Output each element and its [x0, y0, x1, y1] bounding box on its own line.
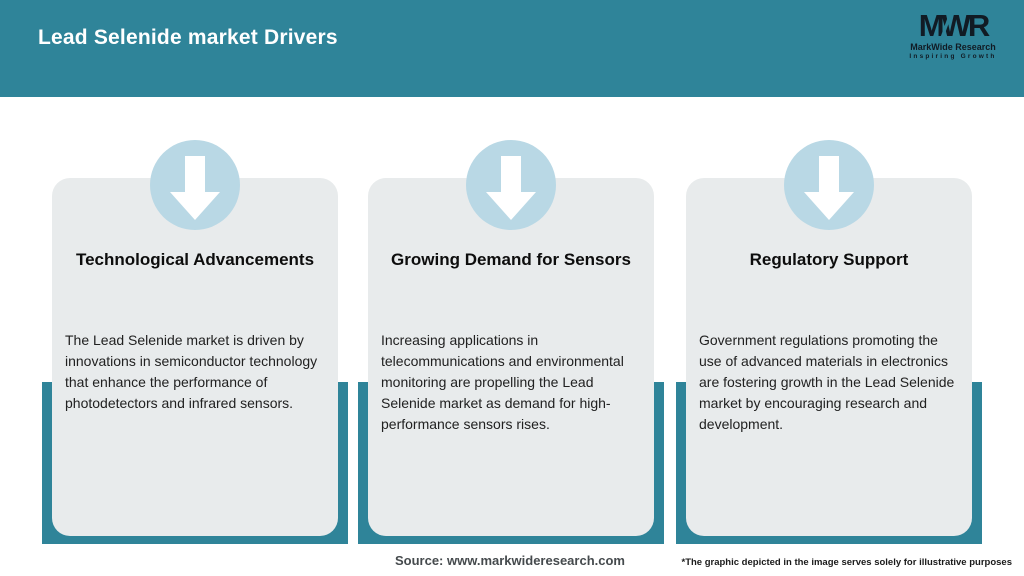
down-arrow-icon — [170, 156, 220, 220]
logo-monogram: MWR — [918, 8, 991, 43]
card-description: Government regulations promoting the use… — [699, 332, 955, 432]
down-arrow-badge — [784, 140, 874, 230]
logo-tagline: Inspiring Growth — [909, 53, 997, 60]
brand-logo: MWR MarkWide Research Inspiring Growth — [898, 10, 1008, 60]
down-arrow-badge — [150, 140, 240, 230]
driver-card-technological-advancements: Technological Advancements The Lead Sele… — [52, 140, 338, 536]
source-text: Source: www.markwideresearch.com — [394, 553, 625, 568]
logo-name: MarkWide Research — [910, 42, 996, 52]
driver-card-growing-demand-for-sensors: Growing Demand for Sensors Increasing ap… — [368, 140, 654, 536]
down-arrow-icon — [486, 156, 536, 220]
card-description: The Lead Selenide market is driven by in… — [65, 332, 318, 411]
disclaimer-text: *The graphic depicted in the image serve… — [681, 557, 1013, 568]
driver-card-regulatory-support: Regulatory Support Government regulation… — [686, 140, 972, 536]
page-title: Lead Selenide market Drivers — [38, 26, 338, 49]
card-title: Growing Demand for Sensors — [391, 250, 631, 269]
down-arrow-badge — [466, 140, 556, 230]
card-title: Regulatory Support — [749, 250, 909, 269]
down-arrow-icon — [804, 156, 854, 220]
card-description: Increasing applications in telecommunica… — [381, 332, 624, 432]
header-bar: Lead Selenide market Drivers MWR MarkWid… — [0, 0, 1024, 97]
card-title: Technological Advancements — [75, 250, 315, 269]
